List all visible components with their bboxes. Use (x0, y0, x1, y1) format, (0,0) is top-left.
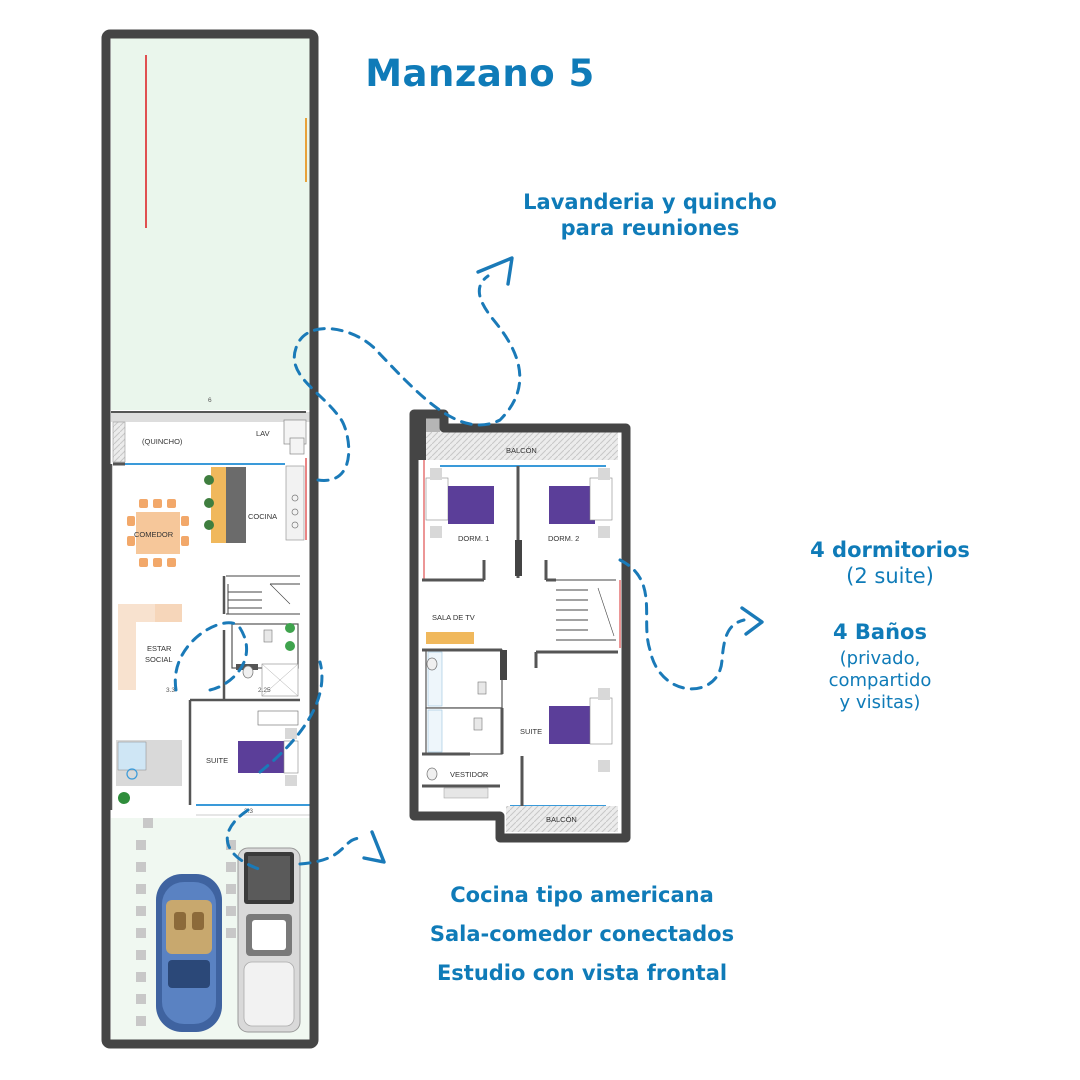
callout-banos-sub1: (privado, (839, 647, 921, 669)
callout-features-line2: Sala-comedor conectados (429, 922, 735, 946)
arrow-to-dormitorios (618, 558, 746, 691)
estar-dimension: 3.3 (166, 687, 175, 694)
callout-dormitorios-title: 4 dormitorios (810, 538, 970, 562)
lav-label: LAV (256, 429, 270, 438)
bath-dimension: 2.25 (258, 687, 271, 694)
back-yard (111, 38, 311, 410)
upper-stairs (556, 579, 616, 641)
callout-lavanderia-line2: para reuniones (560, 215, 740, 240)
annotation-arrows (173, 274, 746, 872)
arrowhead-lavanderia (476, 256, 514, 286)
callout-features-line1: Cocina tipo americana (450, 883, 714, 907)
estar-label-2: SOCIAL (145, 655, 173, 664)
callout-lavanderia: Lavanderia y quincho para reuniones (440, 190, 860, 241)
upper-floor-plan: BALCÓN DORM. 1 DORM. 2 SALA DE TV (409, 409, 631, 843)
balcon-bottom-label: BALCÓN (546, 815, 577, 824)
sala-tv-label: SALA DE TV (432, 613, 475, 622)
ground-stairs (226, 575, 300, 615)
ground-floor-plan: 6 (QUINCHO) LAV COCINA (101, 29, 319, 1049)
front-dimension: 3.3 (244, 808, 253, 815)
arrowhead-features (362, 830, 386, 864)
callout-banos-sub2: compartido (828, 669, 932, 691)
suite-ground-label: SUITE (206, 756, 228, 765)
dorm2-label: DORM. 2 (548, 534, 579, 543)
callout-features-line3: Estudio con vista frontal (436, 961, 728, 985)
car-blue (156, 874, 222, 1032)
upper-outer-wall (409, 409, 631, 843)
page-title: Manzano 5 (365, 52, 595, 95)
comedor-label: COMEDOR (134, 530, 174, 539)
callout-dormitorios: 4 dormitorios (2 suite) (760, 538, 1020, 589)
estar-label-1: ESTAR (147, 644, 172, 653)
callout-banos-title: 4 Baños (833, 620, 927, 644)
dorm1-label: DORM. 1 (458, 534, 489, 543)
quincho-label: (QUINCHO) (142, 437, 183, 446)
cocina-label: COCINA (248, 512, 277, 521)
arrow-to-features (173, 621, 364, 872)
ground-outer-wall (101, 29, 319, 1049)
balcon-top-label: BALCÓN (506, 446, 537, 455)
vestidor-label: VESTIDOR (450, 770, 489, 779)
arrow-heads (362, 256, 764, 864)
callout-banos: 4 Baños (privado, compartido y visitas) (760, 620, 1000, 713)
yard-dimension: 6 (208, 397, 212, 404)
arrowhead-dormitorios (740, 606, 764, 636)
callout-features: Cocina tipo americana Sala-comedor conec… (372, 876, 792, 993)
callout-lavanderia-line1: Lavanderia y quincho (523, 190, 777, 214)
callout-banos-sub3: y visitas) (839, 691, 921, 713)
callout-dormitorios-sub: (2 suite) (846, 563, 934, 588)
suite-upper-label: SUITE (520, 727, 542, 736)
car-white (237, 847, 301, 1033)
